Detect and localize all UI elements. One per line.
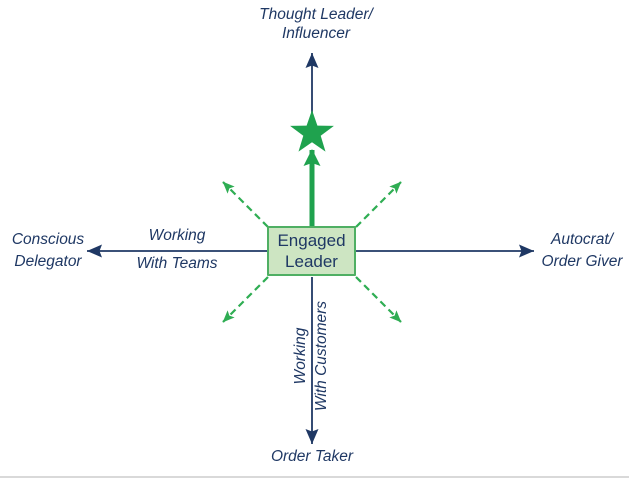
bottom-axis-caption-working-with-customers: Working With Customers: [292, 300, 330, 412]
center-box-line1: Engaged: [277, 231, 346, 250]
left-axis-caption-working: Working: [148, 227, 206, 244]
center-box-line2: Leader: [285, 252, 338, 271]
pole-label-thought-leader: Thought Leader/ Influencer: [259, 6, 373, 42]
left-axis-caption-with-teams: With Teams: [136, 255, 218, 272]
star-icon: [290, 110, 334, 152]
center-box-engaged-leader: Engaged Leader: [267, 226, 356, 276]
dashed-arrow-lower-right: [355, 276, 402, 323]
pole-label-conscious-delegator: Conscious Delegator: [11, 231, 85, 270]
pole-label-order-taker: Order Taker: [270, 448, 354, 465]
dashed-arrow-upper-right: [355, 181, 402, 228]
pole-label-autocrat-order-giver: Autocrat/ Order Giver: [541, 231, 623, 270]
dashed-arrow-lower-left: [222, 276, 269, 323]
dashed-arrow-upper-left: [222, 181, 269, 228]
